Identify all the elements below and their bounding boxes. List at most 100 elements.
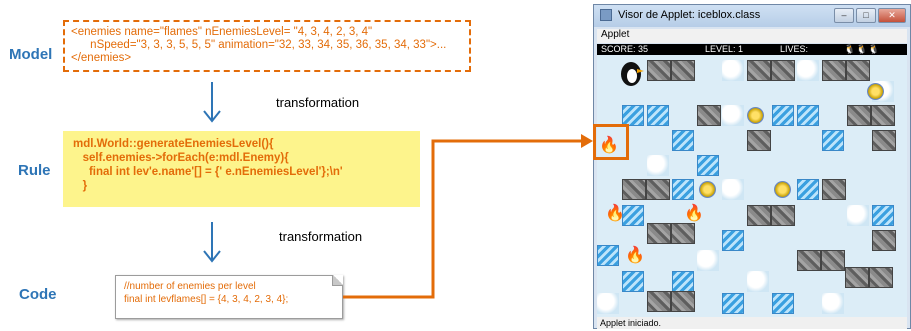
snow-tile: [797, 60, 819, 81]
snow-tile: [722, 179, 744, 200]
crystal-icon: [699, 181, 716, 198]
status-bar: Applet iniciado.: [597, 317, 907, 329]
model-line: nSpeed="3, 3, 3, 5, 5, 5" animation="32,…: [71, 39, 447, 51]
rock-tile: [847, 105, 871, 126]
ice-tile: [672, 271, 694, 292]
ice-tile: [797, 179, 819, 200]
ice-tile: [797, 105, 819, 126]
lives-text: LIVES:: [780, 44, 809, 54]
model-box: <enemies name="flames" nEnemiesLevel= "4…: [63, 20, 471, 72]
flame-enemy-icon: 🔥: [599, 137, 619, 154]
snow-tile: [647, 155, 669, 176]
close-button[interactable]: ✕: [878, 8, 906, 23]
rule-line: self.enemies->forEach(e:mdl.Enemy){: [73, 152, 289, 164]
rock-tile: [822, 179, 846, 200]
down-arrow-icon: [203, 222, 221, 263]
ice-tile: [597, 245, 619, 266]
rock-tile: [771, 205, 795, 226]
snow-tile: [697, 250, 719, 271]
snow-tile: [597, 293, 619, 314]
minimize-button[interactable]: –: [834, 8, 854, 23]
java-icon: [600, 9, 612, 21]
rock-tile: [747, 60, 771, 81]
rock-tile: [671, 291, 695, 312]
score-text: SCORE: 35: [601, 44, 649, 54]
crystal-icon: [774, 181, 791, 198]
ice-tile: [872, 205, 894, 226]
rock-tile: [822, 60, 846, 81]
lives-icons: 🐧🐧🐧: [844, 44, 881, 54]
code-label: Code: [19, 286, 57, 303]
applet-window: Visor de Applet: iceblox.class – □ ✕ App…: [593, 4, 911, 329]
flame-enemy-icon: 🔥: [605, 205, 625, 222]
rule-line: final int lev'e.name'[] = {' e.nEnemiesL…: [73, 166, 343, 178]
rock-tile: [845, 267, 869, 288]
game-hud: SCORE: 35 LEVEL: 1 LIVES: 🐧🐧🐧: [597, 44, 907, 55]
model-line: <enemies name="flames" nEnemiesLevel= "4…: [71, 26, 373, 38]
crystal-icon: [867, 83, 884, 100]
snow-tile: [722, 60, 744, 81]
ice-tile: [672, 130, 694, 151]
ice-tile: [672, 179, 694, 200]
rock-tile: [797, 250, 821, 271]
ice-tile: [822, 130, 844, 151]
menu-bar: Applet: [597, 29, 907, 43]
ice-tile: [772, 105, 794, 126]
rule-line: }: [73, 180, 88, 192]
penguin-icon: [621, 62, 644, 86]
snow-tile: [747, 271, 769, 292]
rock-tile: [821, 250, 845, 271]
rock-tile: [872, 230, 896, 251]
rock-tile: [747, 205, 771, 226]
rock-tile: [646, 179, 670, 200]
game-board[interactable]: 🔥 🔥 🔥 🔥: [597, 55, 907, 317]
rock-tile: [671, 223, 695, 244]
ice-tile: [647, 105, 669, 126]
rock-tile: [771, 60, 795, 81]
title-bar[interactable]: Visor de Applet: iceblox.class – □ ✕: [594, 5, 910, 27]
ice-tile: [722, 293, 744, 314]
rock-tile: [697, 105, 721, 126]
rock-tile: [671, 60, 695, 81]
ice-tile: [772, 293, 794, 314]
rock-tile: [622, 179, 646, 200]
ice-tile: [697, 155, 719, 176]
rock-tile: [846, 60, 870, 81]
crystal-icon: [747, 107, 764, 124]
snow-tile: [847, 205, 869, 226]
rock-tile: [647, 60, 671, 81]
snow-tile: [822, 293, 844, 314]
window-title: Visor de Applet: iceblox.class: [618, 9, 761, 21]
rock-tile: [647, 291, 671, 312]
code-line: //number of enemies per level: [124, 281, 256, 292]
rock-tile: [647, 223, 671, 244]
rule-line: mdl.World::generateEnemiesLevel(){: [73, 138, 274, 150]
status-text: Applet iniciado.: [600, 318, 662, 328]
flame-enemy-icon: 🔥: [684, 205, 704, 222]
highlight-box: [593, 124, 629, 160]
code-box: //number of enemies per level final int …: [115, 275, 343, 319]
level-text: LEVEL: 1: [705, 44, 744, 54]
ice-tile: [722, 230, 744, 251]
model-line: </enemies>: [71, 52, 132, 64]
maximize-button[interactable]: □: [856, 8, 876, 23]
rock-tile: [747, 130, 771, 151]
code-line: final int levflames[] = {4, 3, 4, 2, 3, …: [124, 293, 289, 305]
page-fold-icon: [332, 275, 343, 286]
transformation-label: transformation: [279, 229, 363, 244]
ice-tile: [622, 271, 644, 292]
ice-tile: [622, 205, 644, 226]
rule-box: mdl.World::generateEnemiesLevel(){ self.…: [63, 131, 420, 207]
menu-applet[interactable]: Applet: [601, 29, 630, 40]
model-label: Model: [9, 46, 53, 63]
rule-label: Rule: [18, 162, 51, 179]
rock-tile: [872, 130, 896, 151]
rock-tile: [869, 267, 893, 288]
transformation-label: transformation: [276, 95, 360, 110]
down-arrow-icon: [203, 82, 221, 123]
rock-tile: [871, 105, 895, 126]
flame-enemy-icon: 🔥: [625, 247, 645, 264]
ice-tile: [622, 105, 644, 126]
snow-tile: [722, 105, 744, 126]
